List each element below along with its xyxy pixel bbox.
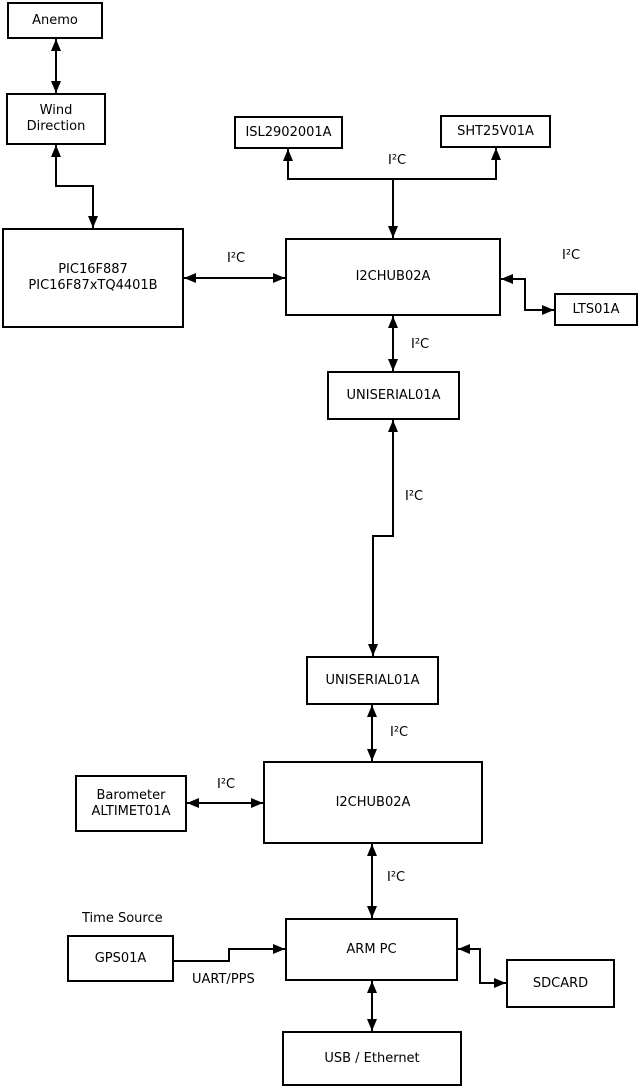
bus-label-i2c-hub1-uniserial1: I²C (411, 337, 430, 352)
sdcard-box: SDCARD (506, 959, 615, 1008)
bus-label-i2c-barometer-hub2: I²C (217, 777, 236, 792)
usb-ethernet-box: USB / Ethernet (282, 1031, 462, 1086)
edge-i2chub1-sht (393, 148, 501, 180)
edge-i2chub1-lts (501, 274, 554, 315)
i2chub-2-box: I2CHUB02A (263, 761, 483, 844)
barometer-label: Barometer ALTIMET01A (91, 787, 171, 819)
bus-label-i2c-uniserial-link: I²C (405, 489, 424, 504)
sht-sensor-label: SHT25V01A (457, 123, 534, 139)
isl-sensor-box: ISL2902001A (234, 116, 343, 149)
annotation-uart-pps: UART/PPS (192, 972, 255, 987)
gps-label: GPS01A (94, 950, 147, 966)
arm-pc-box: ARM PC (285, 918, 458, 981)
wind-direction-box: Wind Direction (6, 93, 106, 145)
arm-pc-label: ARM PC (346, 941, 397, 957)
pic-microcontroller-label: PIC16F887 PIC16F87xTQ4401B (28, 262, 158, 293)
anemo-box: Anemo (7, 2, 103, 39)
bus-label-i2c-hub2-armpc: I²C (387, 870, 406, 885)
bus-label-i2c-hub1-lts: I²C (562, 248, 581, 263)
barometer-box: Barometer ALTIMET01A (75, 775, 187, 832)
edge-armpc-sdcard (458, 944, 506, 988)
edge-i2chub1-isl (283, 149, 398, 238)
uniserial-2-box: UNISERIAL01A (306, 656, 439, 705)
wind-direction-label: Wind Direction (26, 103, 86, 134)
anemo-label: Anemo (32, 12, 78, 28)
edge-uniserial1-uniserial2 (368, 420, 398, 656)
pic-microcontroller-box: PIC16F887 PIC16F87xTQ4401B (2, 228, 184, 328)
uniserial-1-box: UNISERIAL01A (327, 371, 460, 420)
uniserial-2-label: UNISERIAL01A (325, 672, 420, 688)
usb-ethernet-label: USB / Ethernet (324, 1050, 420, 1066)
isl-sensor-label: ISL2902001A (245, 124, 332, 140)
annotation-time-source: Time Source (82, 911, 163, 926)
bus-label-i2c-uniserial2-hub2: I²C (390, 725, 409, 740)
sht-sensor-box: SHT25V01A (440, 115, 551, 148)
edge-gps-armpc (174, 944, 285, 962)
bus-label-i2c-pic-hub1: I²C (227, 251, 246, 266)
lts-sensor-box: LTS01A (554, 293, 638, 326)
gps-box: GPS01A (67, 935, 174, 982)
i2chub-1-label: I2CHUB02A (355, 269, 431, 284)
uniserial-1-label: UNISERIAL01A (346, 387, 441, 403)
sdcard-label: SDCARD (532, 975, 589, 991)
lts-sensor-label: LTS01A (572, 301, 620, 317)
i2chub-2-label: I2CHUB02A (335, 794, 411, 810)
bus-label-i2c-sensors: I²C (388, 153, 407, 168)
i2chub-1-box: I2CHUB02A (285, 238, 501, 316)
edge-wind-pic (51, 145, 98, 228)
